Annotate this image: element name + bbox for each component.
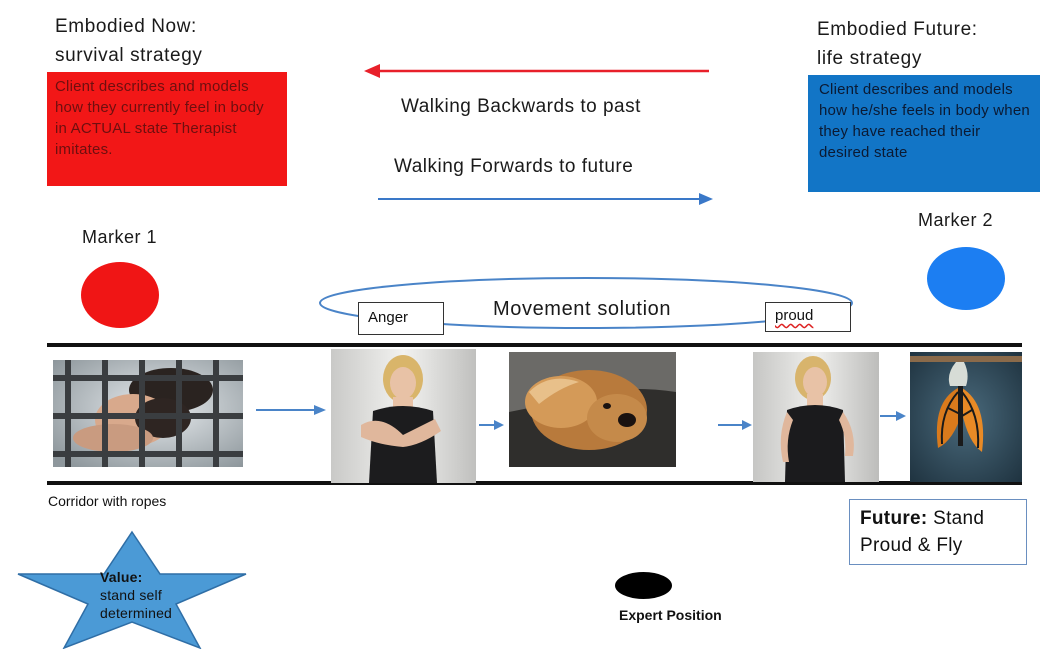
left-heading: Embodied Now: survival strategy [55,12,202,70]
value-star-icon [17,530,247,649]
movement-loop [319,277,853,329]
future-box: Future: Stand Proud & Fly [849,499,1027,565]
dog-icon [509,352,676,467]
left-heading-line2: survival strategy [55,45,203,66]
butterfly-emerging-photo [910,352,1022,482]
backward-arrow [364,64,709,78]
value-star-text: Value: stand self determined [100,568,172,622]
connector-arrow-4 [880,411,906,421]
right-heading: Embodied Future: life strategy [817,15,978,73]
woman-angry-icon [331,349,476,483]
future-line1: Future: Stand [860,505,1016,532]
prison-bars-photo [53,360,243,467]
woman-proud-photo [753,352,879,482]
right-heading-line2: life strategy [817,48,922,69]
marker1-label: Marker 1 [82,227,158,247]
marker2-dot [927,247,1005,310]
anger-label: Anger [368,309,409,326]
expert-dot [615,572,672,599]
left-heading-line1: Embodied Now: [55,16,197,37]
proud-label: proud [775,307,814,324]
marker1-dot [81,262,159,328]
right-heading-line1: Embodied Future: [817,19,978,40]
marker2-label: Marker 2 [918,210,994,230]
windblown-dog-photo [509,352,676,467]
woman-arms-crossed-photo [331,349,476,483]
proud-label-box: proud [765,302,851,332]
future-line2: Proud & Fly [860,535,963,556]
forward-arrow [378,193,713,205]
backward-label: Walking Backwards to past [401,96,641,117]
actual-state-box: Client describes and models how they cur… [47,72,287,186]
connector-arrow-3 [718,420,752,430]
connector-arrow-2 [479,420,504,430]
woman-proud-icon [753,352,879,482]
connector-arrow-1 [256,405,326,415]
future-bold: Future: [860,508,928,529]
butterfly-icon [910,352,1022,482]
desired-state-box: Client describes and models how he/she f… [808,75,1040,192]
value-line3: determined [100,605,173,621]
future-line1-rest: Stand [927,508,985,529]
value-label: Value: [100,569,143,585]
expert-label: Expert Position [619,607,722,623]
movement-title: Movement solution [493,298,672,320]
forward-label: Walking Forwards to future [394,156,634,177]
prison-bars-icon [53,360,243,467]
anger-label-box: Anger [358,302,444,335]
corridor-caption: Corridor with ropes [48,493,167,509]
value-line2: stand self [100,587,162,603]
